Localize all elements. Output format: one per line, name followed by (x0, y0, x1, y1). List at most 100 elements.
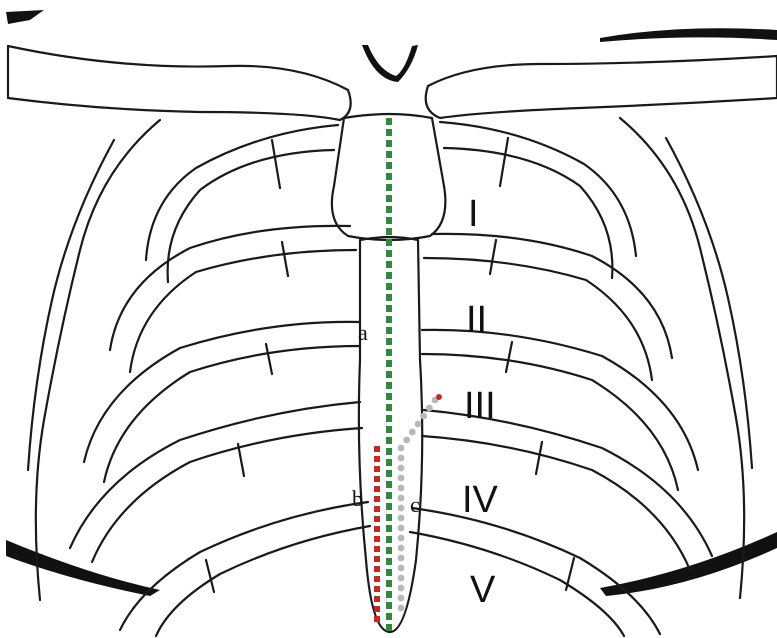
incision-line-b (374, 446, 380, 622)
rib-numeral-4: IV (462, 479, 499, 521)
line-b-dash (374, 496, 380, 502)
line-a-dash (386, 228, 392, 235)
line-a-dash (386, 393, 392, 400)
line-a-dash (386, 481, 392, 488)
line-c-dot (398, 535, 405, 542)
rib-numeral-2: II (466, 299, 487, 341)
line-c-dot (398, 505, 405, 512)
scapula-bottom-left (6, 540, 160, 596)
line-a-dash (386, 118, 392, 125)
line-a-dash (386, 415, 392, 422)
line-a-dash (386, 558, 392, 565)
line-a-dash (386, 206, 392, 213)
line-a-dash (386, 514, 392, 521)
line-b-dash (374, 526, 380, 532)
line-a-dash (386, 272, 392, 279)
line-c-dot (398, 465, 405, 472)
line-b-dash (374, 546, 380, 552)
ribs-right (410, 118, 752, 636)
line-a-dash (386, 129, 392, 136)
line-c-dot (398, 475, 405, 482)
line-c-dot (398, 515, 405, 522)
label-b: b (352, 486, 363, 511)
line-a-dash (386, 305, 392, 312)
line-b-dash (374, 476, 380, 482)
line-b-dash (374, 566, 380, 572)
line-c-dot (398, 445, 405, 452)
line-c-start-dot (436, 394, 442, 400)
line-a-dash (386, 239, 392, 246)
line-a-dash (386, 492, 392, 499)
line-c-dot (398, 585, 405, 592)
line-c-dot (409, 429, 416, 436)
rib-numeral-5: V (470, 569, 496, 611)
line-c-dot (398, 595, 405, 602)
jugular-notch (362, 45, 418, 82)
line-a-dash (386, 261, 392, 268)
line-a-dash (386, 338, 392, 345)
line-a-dash (386, 151, 392, 158)
line-b-dash (374, 576, 380, 582)
line-a-dash (386, 602, 392, 609)
label-a: a (358, 320, 368, 345)
line-a-dash (386, 294, 392, 301)
line-a-dash (386, 184, 392, 191)
line-b-dash (374, 516, 380, 522)
line-c-dot (398, 525, 405, 532)
line-a-dash (386, 459, 392, 466)
line-c-dot (415, 421, 422, 428)
line-c-dot (403, 437, 410, 444)
line-c-dot (398, 495, 405, 502)
line-c-dot (398, 455, 405, 462)
line-a-dash (386, 162, 392, 169)
line-a-dash (386, 140, 392, 147)
line-b-dash (374, 536, 380, 542)
line-c-dot (398, 605, 405, 612)
line-b-dash (374, 596, 380, 602)
scapula-top-left (6, 10, 44, 24)
line-c-dot (398, 545, 405, 552)
line-a-dash (386, 426, 392, 433)
line-b-dash (374, 556, 380, 562)
line-b-dash (374, 506, 380, 512)
line-a-dash (386, 360, 392, 367)
line-a-dash (386, 613, 392, 620)
line-b-dash (374, 486, 380, 492)
line-a-dash (386, 195, 392, 202)
line-a-dash (386, 371, 392, 378)
ribs-left (28, 120, 370, 636)
line-b-dash (374, 456, 380, 462)
line-c-dot (398, 575, 405, 582)
line-a-dash (386, 217, 392, 224)
line-a-dash (386, 536, 392, 543)
line-c-dot (426, 405, 433, 412)
clavicle-left (8, 46, 351, 120)
line-a-dash (386, 382, 392, 389)
line-a-dash (386, 349, 392, 356)
line-a-dash (386, 470, 392, 477)
line-a-dash (386, 437, 392, 444)
line-a-dash (386, 327, 392, 334)
line-c-dot (398, 555, 405, 562)
line-b-dash (374, 616, 380, 622)
label-c: c (410, 492, 420, 517)
scapula-top-right (600, 28, 777, 42)
line-a-dash (386, 569, 392, 576)
line-a-dash (386, 404, 392, 411)
line-b-dash (374, 466, 380, 472)
rib-numeral-3: III (464, 385, 496, 427)
line-a-dash (386, 591, 392, 598)
line-a-dash (386, 547, 392, 554)
line-a-dash (386, 250, 392, 257)
line-a-dash (386, 316, 392, 323)
line-c-dot (398, 565, 405, 572)
line-c-dot (420, 413, 427, 420)
line-a-dash (386, 283, 392, 290)
line-a-dash (386, 624, 392, 631)
line-a-dash (386, 448, 392, 455)
line-c-dot (398, 485, 405, 492)
line-b-dash (374, 446, 380, 452)
clavicle-right (426, 56, 777, 118)
line-b-dash (374, 586, 380, 592)
